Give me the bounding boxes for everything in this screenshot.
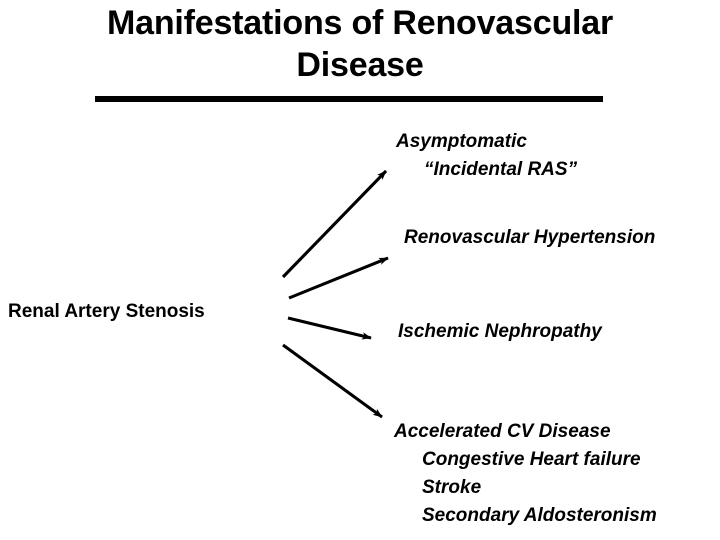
- branch-3-main: Ischemic Nephropathy: [398, 321, 602, 342]
- arrow-to-ischemic-nephropathy: [287, 316, 372, 340]
- title-line-1: Manifestations of Renovascular: [106, 4, 613, 42]
- arrow-to-asymptomatic: [281, 169, 388, 279]
- branch-4-sub-2: Stroke: [422, 477, 482, 498]
- branch-4-main: Accelerated CV Disease: [394, 421, 611, 442]
- branch-1-main: Asymptomatic: [396, 131, 527, 152]
- branch-accelerated-cv-disease: Accelerated CV Disease Congestive Heart …: [394, 418, 657, 530]
- branch-asymptomatic: Asymptomatic “Incidental RAS”: [396, 128, 577, 184]
- arrow-to-accelerated-cv-disease: [282, 343, 383, 419]
- branch-1-sub-1: “Incidental RAS”: [424, 159, 578, 180]
- page-title: Manifestations of Renovascular Disease: [0, 0, 720, 86]
- title-line-2: Disease: [296, 46, 424, 84]
- branch-4-sub-1: Congestive Heart failure: [422, 449, 641, 470]
- branch-2-main: Renovascular Hypertension: [404, 227, 656, 248]
- branch-ischemic-nephropathy: Ischemic Nephropathy: [398, 318, 602, 346]
- branch-4-sub-3: Secondary Aldosteronism: [422, 505, 657, 526]
- title-underline-rule: [95, 96, 603, 102]
- branch-renovascular-hypertension: Renovascular Hypertension: [404, 224, 655, 252]
- arrow-to-renovascular-hypertension: [288, 256, 389, 300]
- root-node-renal-artery-stenosis: Renal Artery Stenosis: [8, 301, 205, 322]
